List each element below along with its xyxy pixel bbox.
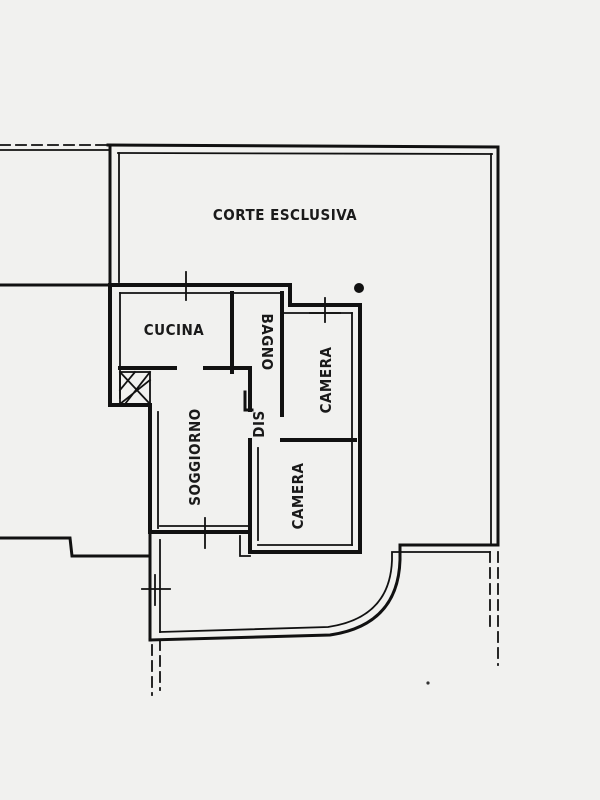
label-bagno: BAGNO	[258, 313, 276, 370]
dis-notch	[243, 390, 254, 412]
window-camera-1	[309, 297, 341, 323]
court-boundary	[0, 143, 500, 666]
label-soggiorno: SOGGIORNO	[186, 408, 204, 505]
label-cucina: CUCINA	[144, 321, 205, 339]
label-camera-1: CAMERA	[317, 347, 335, 414]
speck	[426, 681, 430, 685]
terrace	[148, 530, 500, 696]
cucina-bottom-wall-right	[203, 366, 252, 412]
point-marker	[354, 283, 364, 293]
court-top-wall	[106, 143, 500, 149]
terrace-step	[239, 535, 251, 557]
marker-terrace	[141, 574, 171, 606]
apartment-bottom-right-wall	[248, 533, 362, 554]
court-top-inner-line	[117, 152, 493, 155]
window-cucina	[171, 271, 201, 301]
left-neighbour-lines	[0, 283, 152, 558]
label-dis: DIS	[250, 410, 268, 437]
window-markers	[141, 271, 364, 606]
interior-walls	[118, 291, 357, 547]
stair-steps	[118, 370, 152, 406]
apartment-left-wall-upper	[108, 283, 152, 407]
label-corte-esclusiva: CORTE ESCLUSIVA	[213, 206, 357, 224]
label-camera-2: CAMERA	[289, 463, 307, 530]
window-soggiorno	[189, 517, 221, 549]
left-line-lower	[0, 536, 152, 558]
terrace-curved-inner	[159, 551, 491, 633]
stair-symbol	[118, 370, 152, 406]
terrace-curved-wall	[148, 543, 500, 642]
apartment-top-wall	[108, 283, 362, 307]
